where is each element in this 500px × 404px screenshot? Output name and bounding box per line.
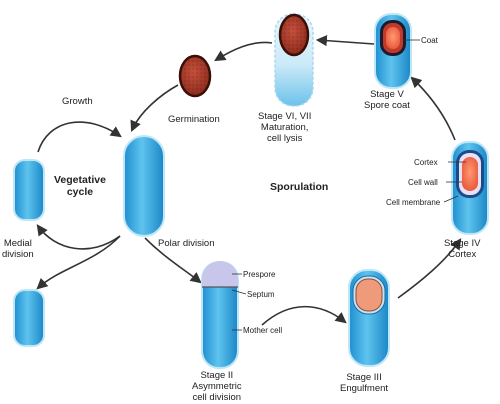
large-vegetative-cell: [123, 135, 165, 237]
stage-v-cell: [374, 13, 412, 89]
stage-iv-cell: [451, 141, 489, 235]
stage-vi-vii-label: Stage VI, VII Maturation, cell lysis: [258, 111, 312, 144]
growth-arrow: [37, 121, 122, 153]
small-vegetative-cell-bottom: [13, 289, 45, 347]
medial-division-arrow-up: [36, 224, 121, 250]
stage-iii-arrow: [397, 238, 462, 299]
coat-label: Coat: [421, 36, 438, 45]
cortex-label: Cortex: [414, 158, 438, 167]
stage-v-label: Stage V Spore coat: [364, 89, 410, 111]
germinating-spore: [178, 54, 212, 98]
septum-label: Septum: [247, 290, 275, 299]
stage-iii-cell: [348, 269, 390, 367]
stage-ii-cell: [201, 261, 239, 369]
vegetative-cells: [13, 135, 165, 347]
polar-division-arrow: [144, 237, 202, 284]
prespore-label: Prespore: [243, 270, 276, 279]
stage-iv-label: Stage IV Cortex: [444, 238, 481, 260]
polar-division-label: Polar division: [158, 238, 215, 249]
vegetative-cycle-label: Vegetative cycle: [54, 174, 106, 198]
cell-membrane-label: Cell membrane: [386, 198, 441, 207]
maturation-arrow: [214, 41, 273, 62]
medial-division-arrow-down: [36, 235, 121, 290]
growth-label: Growth: [62, 96, 93, 107]
stage-vi-vii-cell: [274, 13, 314, 107]
sporulation-label: Sporulation: [270, 181, 329, 193]
small-vegetative-cell-top: [13, 159, 45, 221]
stage-ii-label: Stage II Asymmetric cell division: [192, 370, 242, 403]
stage-iii-label: Stage III Engulfment: [340, 372, 389, 394]
cell-wall-label: Cell wall: [408, 178, 438, 187]
stage-v-arrow: [315, 35, 375, 47]
germination-arrow: [130, 84, 179, 133]
medial-division-label: Medial division: [2, 238, 34, 260]
mother-cell-label: Mother cell: [243, 326, 283, 335]
stage-ii-arrow: [261, 305, 347, 326]
stage-iv-arrow: [410, 76, 456, 141]
cycle-arrows: [36, 35, 462, 326]
germination-label: Germination: [168, 114, 220, 125]
pointer-lines: [231, 39, 466, 331]
